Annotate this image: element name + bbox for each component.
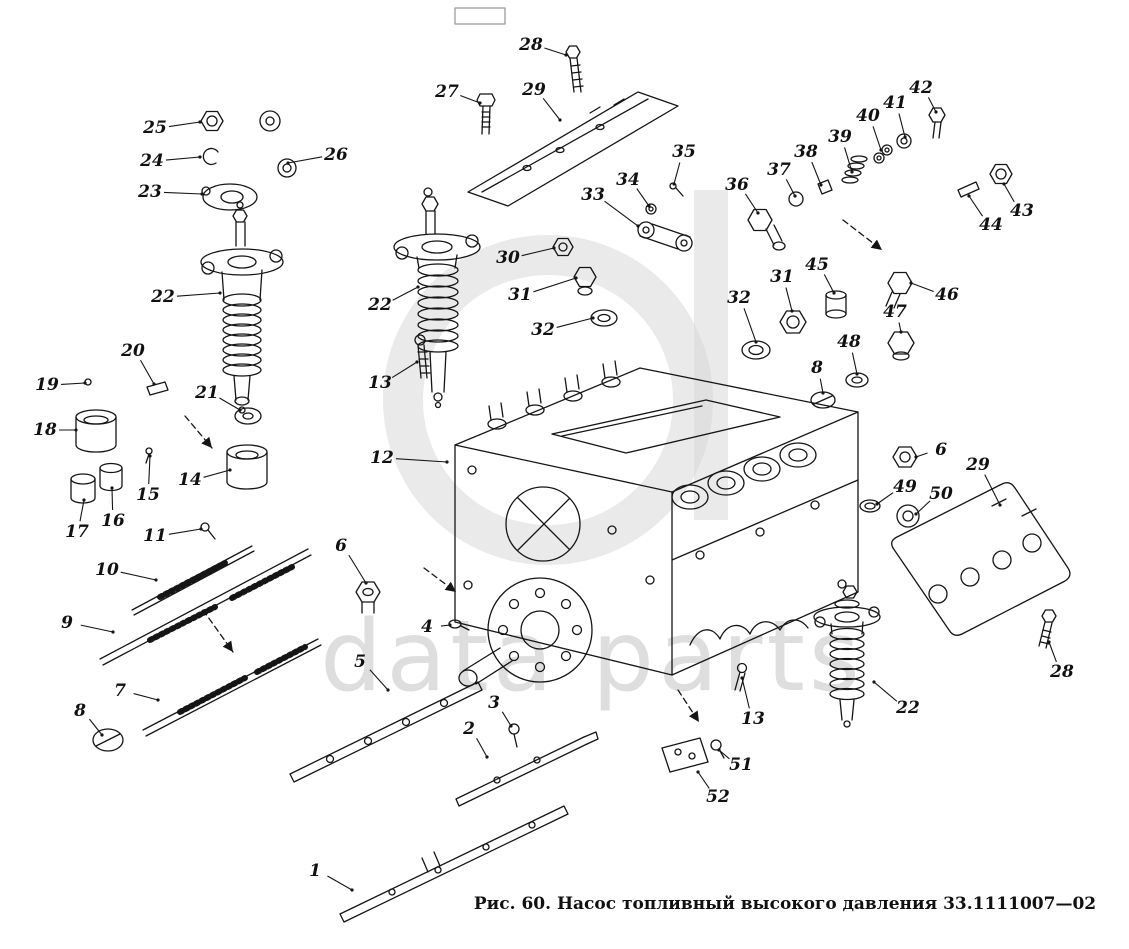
callout-37: 37 — [767, 160, 791, 180]
callout-28: 28 — [1050, 662, 1074, 682]
small-parts-right — [741, 107, 1013, 528]
callout-18: 18 — [33, 420, 57, 440]
callout-2: 2 — [463, 719, 475, 739]
callout-8: 8 — [74, 701, 86, 721]
callout-31: 31 — [770, 267, 794, 287]
callout-4: 4 — [421, 617, 433, 637]
callout-45: 45 — [805, 255, 829, 275]
blank-box — [454, 7, 506, 25]
callout-27: 27 — [435, 82, 459, 102]
callout-35: 35 — [672, 142, 696, 162]
callout-8: 8 — [811, 358, 823, 378]
bolt-28-right — [1038, 609, 1057, 649]
side-cover — [891, 482, 1071, 636]
callout-34: 34 — [616, 170, 640, 190]
callout-20: 20 — [121, 341, 145, 361]
callout-39: 39 — [828, 127, 852, 147]
watermark-logo-stem — [694, 190, 728, 520]
callout-23: 23 — [138, 182, 162, 202]
callout-26: 26 — [324, 145, 348, 165]
callout-15: 15 — [136, 485, 160, 505]
small-parts-middle — [355, 182, 748, 773]
callout-6: 6 — [335, 536, 347, 556]
callout-28: 28 — [519, 35, 543, 55]
callout-47: 47 — [883, 302, 907, 322]
top-cover — [467, 91, 679, 207]
figure-caption: Рис. 60. Насос топливный высокого давлен… — [473, 894, 1097, 914]
callout-17: 17 — [65, 522, 89, 542]
small-parts-left — [70, 110, 297, 752]
callout-50: 50 — [929, 484, 953, 504]
callout-10: 10 — [95, 560, 119, 580]
callout-25: 25 — [143, 118, 167, 138]
pump-element-right — [813, 579, 881, 728]
callout-48: 48 — [837, 332, 861, 352]
pump-housing — [454, 360, 859, 687]
watermark-logo — [383, 235, 713, 565]
callout-32: 32 — [531, 320, 555, 340]
callout-22: 22 — [368, 295, 392, 315]
callout-41: 41 — [883, 93, 907, 113]
callout-49: 49 — [893, 477, 917, 497]
callout-1: 1 — [309, 861, 321, 881]
callout-12: 12 — [370, 448, 394, 468]
callout-44: 44 — [979, 215, 1003, 235]
callout-29: 29 — [966, 455, 990, 475]
callout-5: 5 — [354, 652, 366, 672]
callout-29: 29 — [522, 80, 546, 100]
bolt-28-top — [565, 45, 584, 93]
callout-16: 16 — [101, 511, 125, 531]
callout-21: 21 — [195, 383, 219, 403]
callout-19: 19 — [35, 375, 59, 395]
callout-43: 43 — [1010, 201, 1034, 221]
callout-6: 6 — [935, 440, 947, 460]
callout-13: 13 — [368, 373, 392, 393]
callout-7: 7 — [114, 681, 126, 701]
callout-36: 36 — [725, 175, 749, 195]
callout-11: 11 — [143, 526, 167, 546]
bolt-27 — [476, 93, 496, 135]
callout-22: 22 — [151, 287, 175, 307]
callout-3: 3 — [488, 693, 500, 713]
callout-13: 13 — [741, 709, 765, 729]
watermark-text: data parts — [320, 600, 864, 714]
callout-46: 46 — [935, 285, 959, 305]
callout-40: 40 — [856, 106, 880, 126]
callout-22: 22 — [896, 698, 920, 718]
callout-33: 33 — [581, 185, 605, 205]
pump-element-left — [200, 201, 284, 414]
callout-38: 38 — [794, 142, 818, 162]
assembly-arrows — [184, 219, 883, 723]
callout-42: 42 — [909, 78, 933, 98]
callout-14: 14 — [178, 470, 202, 490]
callout-31: 31 — [508, 285, 532, 305]
callout-32: 32 — [727, 288, 751, 308]
callout-9: 9 — [61, 613, 73, 633]
callout-51: 51 — [729, 755, 753, 775]
callout-52: 52 — [706, 787, 730, 807]
callout-24: 24 — [140, 151, 164, 171]
callout-30: 30 — [496, 248, 520, 268]
